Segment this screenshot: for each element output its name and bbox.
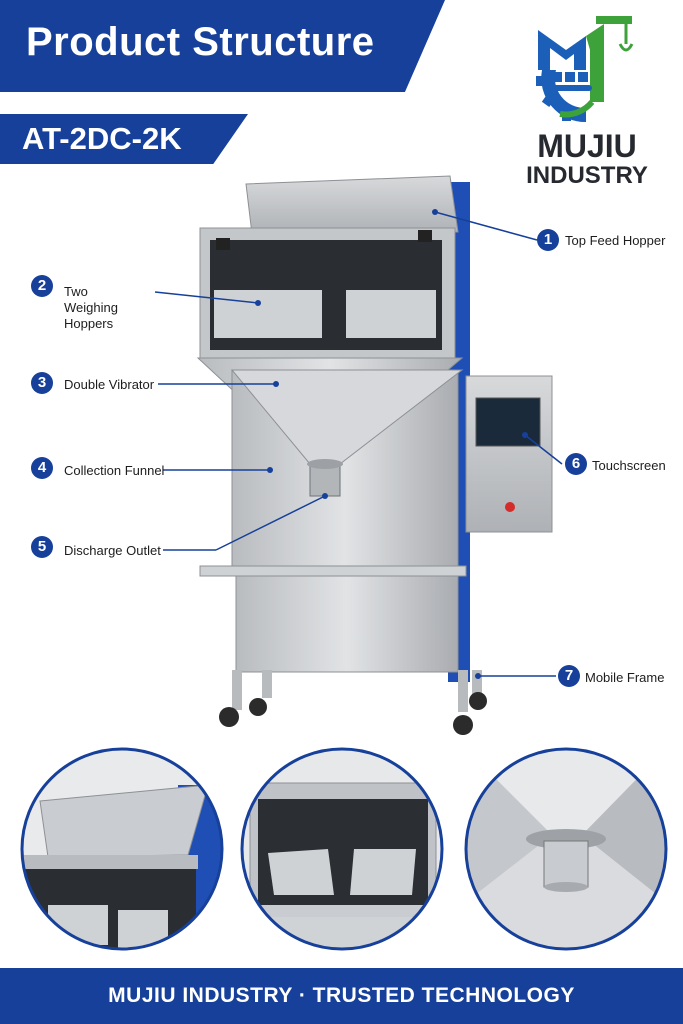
detail-weighing-hoppers [240,747,444,951]
caster-wheel-icon [453,715,473,735]
hinge-left-icon [216,238,230,250]
callout-3-label: Double Vibrator [64,377,155,392]
callout-2-number: 2 [31,275,53,297]
weighing-hopper-right [346,290,436,338]
callout-1-number: 1 [537,229,559,251]
detail-top-hopper [20,747,224,951]
callout-2-label: Two Weighing Hoppers [64,284,118,331]
stop-button-icon [505,502,515,512]
footer-text: MUJIU INDUSTRY · TRUSTED TECHNOLOGY [108,984,575,1007]
top-feed-hopper [245,175,459,235]
weighing-hopper-left [214,290,322,338]
lower-frame [235,575,459,673]
callout-6-label: Touchscreen [592,458,666,473]
footer-bar [0,968,683,1024]
detail-discharge-outlet [464,747,668,951]
brand-logo-icon [536,16,634,123]
caster-wheel-icon [249,698,267,716]
brand-subtitle: INDUSTRY [526,162,648,189]
callout-7-number: 7 [558,665,580,687]
model-code: AT-2DC-2K [22,121,182,156]
callout-6-number: 6 [565,453,587,475]
callout-5-number: 5 [31,536,53,558]
brand-name: MUJIU [537,128,637,164]
callout-4-label: Collection Funnel [64,463,165,478]
machine-illustration [154,175,563,735]
caster-wheel-icon [219,707,239,727]
callout-1-label: Top Feed Hopper [565,233,666,248]
header-banner [0,0,445,92]
callout-5-label: Discharge Outlet [64,543,161,558]
model-tag [0,114,248,164]
hinge-right-icon [418,230,432,242]
page-title: Product Structure [26,20,375,64]
callout-7-label: Mobile Frame [585,670,665,685]
callout-4-number: 4 [31,457,53,479]
caster-wheel-icon [469,692,487,710]
callout-3-number: 3 [31,372,53,394]
shelf [199,565,467,577]
